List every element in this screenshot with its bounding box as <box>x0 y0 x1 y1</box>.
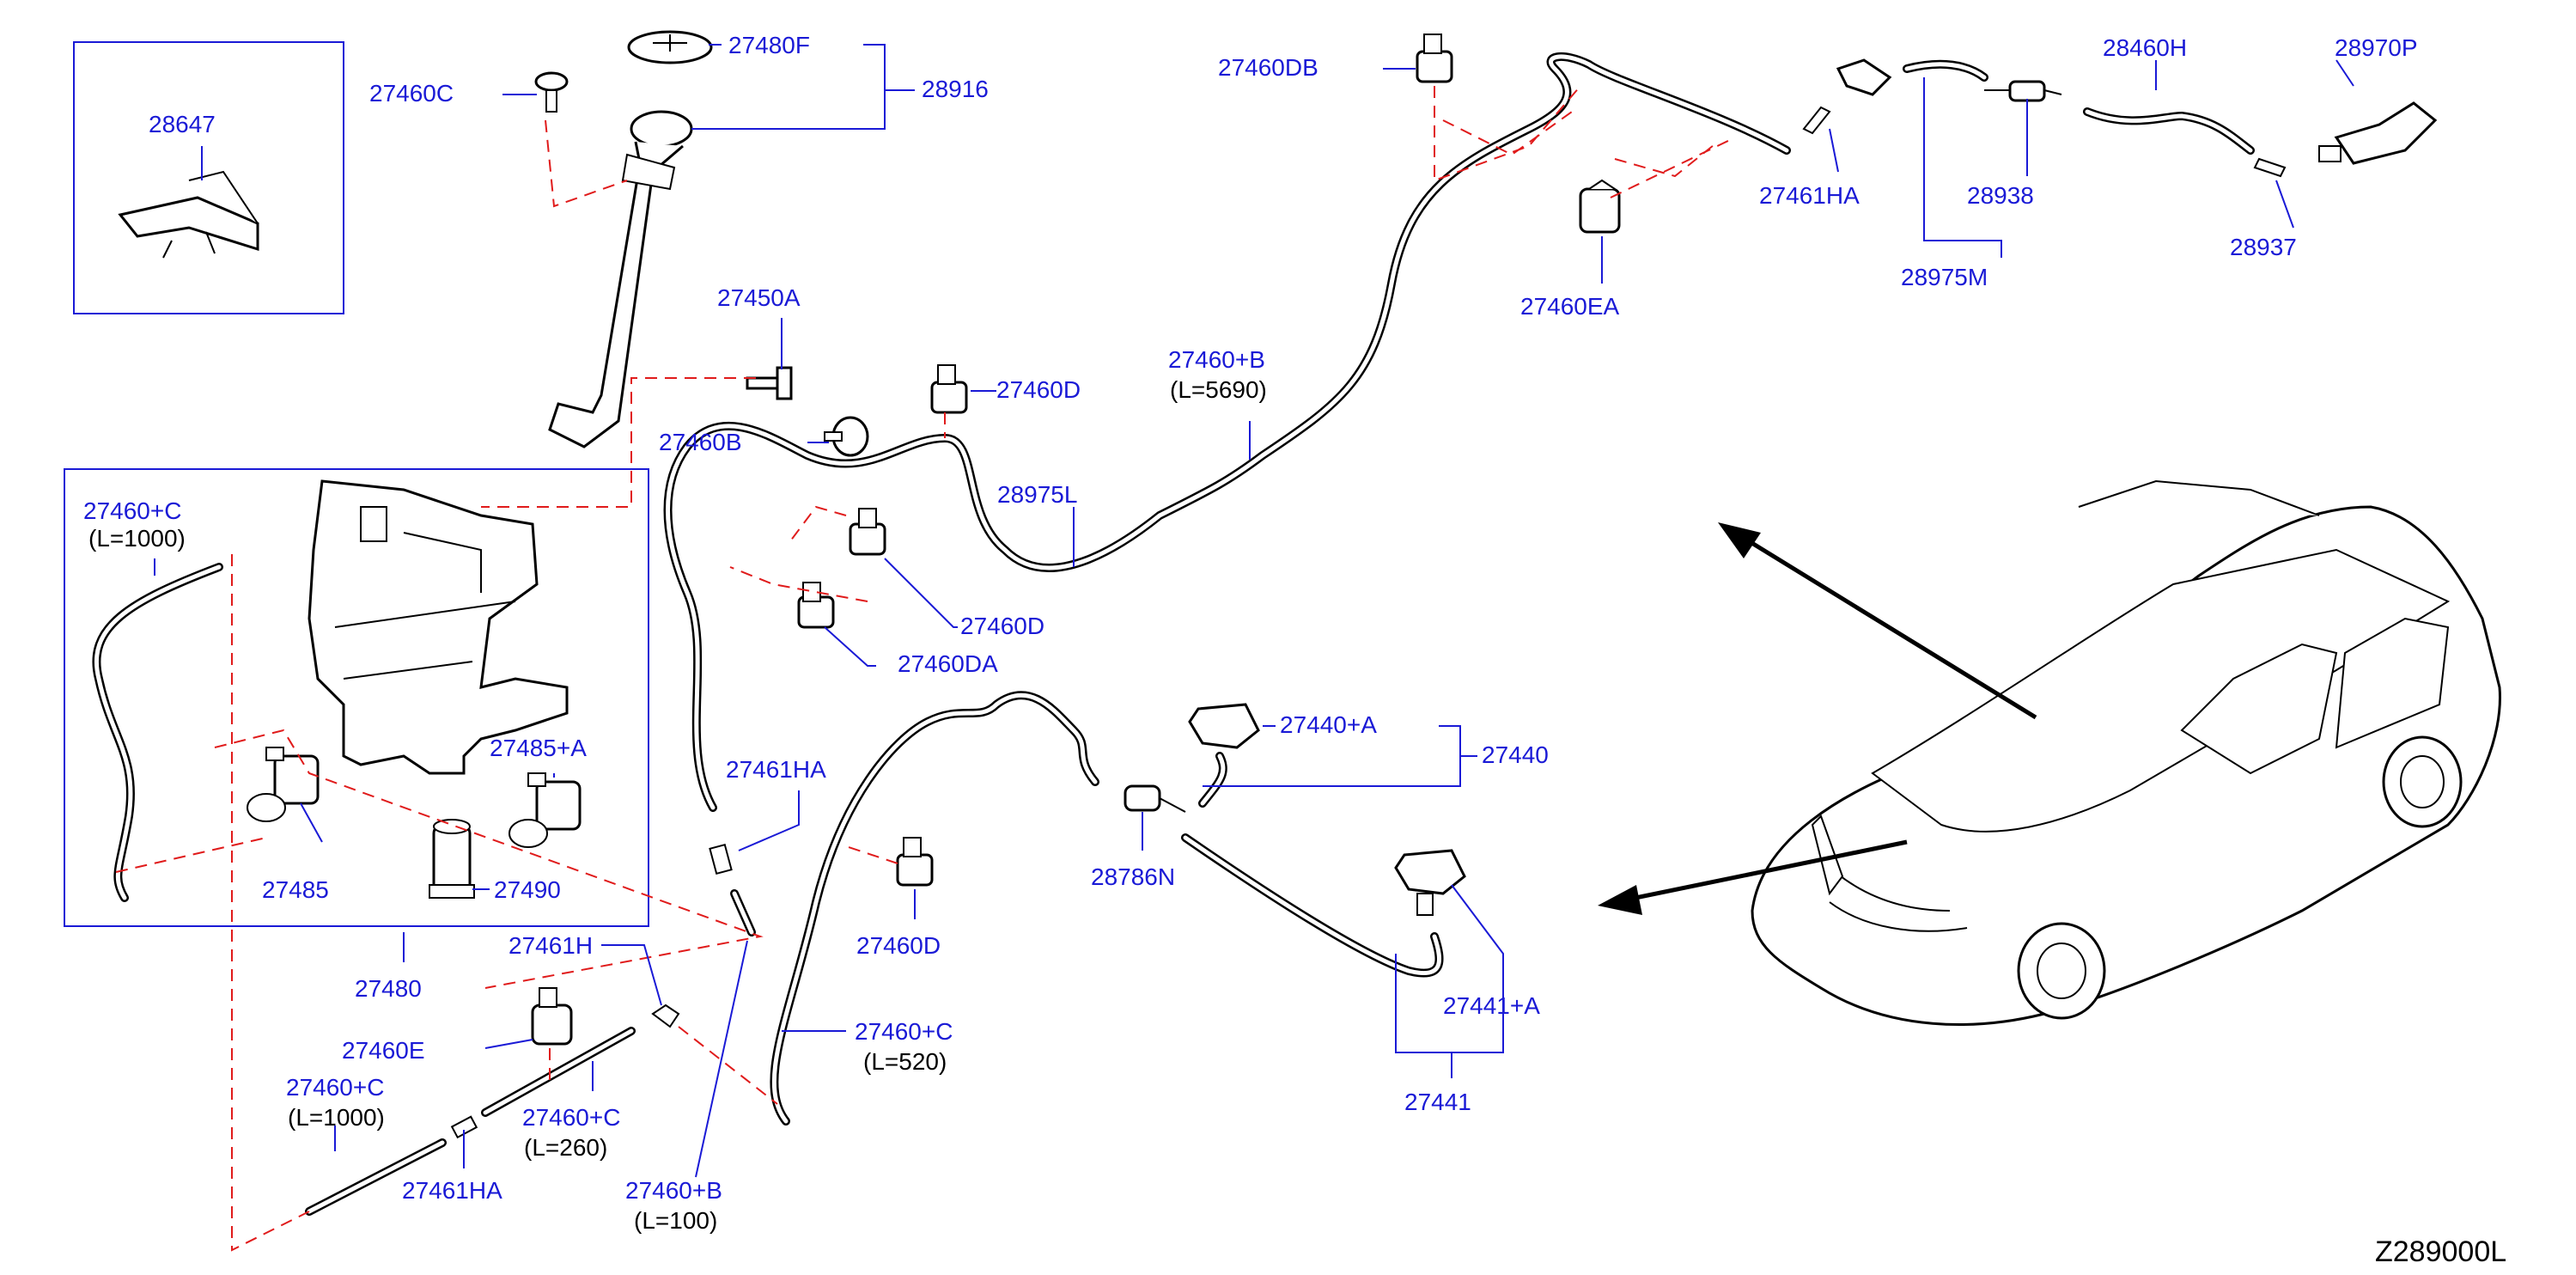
washer-pump-27485A-part <box>509 772 582 848</box>
label-27485A: 27485+A <box>490 735 587 761</box>
diagram-code: Z289000L <box>2375 1235 2506 1268</box>
label-27460B-len-sub: (L=5690) <box>1170 376 1267 403</box>
label-28937: 28937 <box>2230 234 2297 260</box>
leader-lines <box>154 44 2354 1178</box>
inset-box-reservoir <box>64 468 649 927</box>
label-28970P: 28970P <box>2335 34 2418 61</box>
label-27440A: 27440+A <box>1280 711 1377 738</box>
label-27441: 27441 <box>1404 1089 1471 1115</box>
label-27460B-100-sub: (L=100) <box>634 1207 717 1234</box>
hose-28460H <box>2083 107 2255 155</box>
clip-27460E-part <box>531 987 573 1046</box>
filler-neck-28916-part <box>548 110 693 448</box>
label-28786N: 28786N <box>1091 863 1175 890</box>
hose-27460B-100 <box>730 889 756 936</box>
label-27485: 27485 <box>262 876 329 903</box>
label-27461H: 27461H <box>509 932 593 959</box>
label-27460D-a: 27460D <box>996 376 1081 403</box>
label-27460C-1000-bot-sub: (L=1000) <box>288 1104 385 1131</box>
label-27460DA: 27460DA <box>898 650 998 677</box>
connector-27461HA-bot-part <box>450 1115 478 1139</box>
label-28975L: 28975L <box>997 481 1077 508</box>
vehicle-illustration <box>1751 479 2501 1026</box>
label-27440: 27440 <box>1482 741 1549 768</box>
label-28938: 28938 <box>1967 182 2034 209</box>
label-27441A: 27441+A <box>1443 992 1540 1019</box>
clip-27460EA-part <box>1579 179 1621 234</box>
label-27460D-b: 27460D <box>960 613 1044 639</box>
clip-27460DB-part <box>1416 34 1453 83</box>
label-28647: 28647 <box>149 111 216 137</box>
label-27461HA-mid: 27461HA <box>726 756 826 783</box>
label-27460EA: 27460EA <box>1520 293 1620 320</box>
hose-27460C-260 <box>481 1027 636 1117</box>
connector-27461HA-top-part <box>1802 106 1831 135</box>
label-27450A: 27450A <box>717 284 801 311</box>
clip-27460D-a-part <box>930 364 968 414</box>
nozzle-28970P-part <box>2318 101 2438 165</box>
label-27460C-520-sub: (L=520) <box>863 1048 947 1075</box>
label-27460C-260: 27460+C <box>522 1104 620 1131</box>
part-labels: 28647 27460C 27480F 28916 27460DB 28460H… <box>83 32 2418 1234</box>
connector-27461HA-mid-part <box>709 843 733 875</box>
nozzle-27440A-part <box>1188 703 1260 749</box>
grommet-27460B-part <box>824 416 869 457</box>
label-27461HA-bot: 27461HA <box>402 1177 502 1204</box>
arrow-to-front-washer <box>1598 839 1908 915</box>
label-27460D-c: 27460D <box>856 932 941 959</box>
label-27460C-1000-top: 27460+C <box>83 497 181 524</box>
hose-28975L <box>663 52 1791 812</box>
arrow-to-rear-washer <box>1718 522 2037 720</box>
label-27490: 27490 <box>494 876 561 903</box>
label-28460H: 28460H <box>2103 34 2187 61</box>
filler-cap-27480F-part <box>627 30 713 64</box>
hose-28975M <box>1903 59 1988 82</box>
check-valve-28786N-part <box>1124 784 1186 813</box>
connector-28937-part <box>2253 157 2287 178</box>
reservoir-tank-27480-part <box>308 479 569 775</box>
connector-27461H-part <box>651 1004 680 1028</box>
label-27460B: 27460B <box>659 429 742 455</box>
label-27460E: 27460E <box>342 1037 425 1064</box>
hose-27460C-1000-bottom <box>305 1138 447 1216</box>
label-27460C-260-sub: (L=260) <box>524 1134 607 1161</box>
level-sensor-27490-part <box>429 819 475 899</box>
joint-28975M-part <box>1836 58 1892 96</box>
label-27480F: 27480F <box>728 32 810 58</box>
washer-pump-27485-part <box>247 747 320 822</box>
label-27460C-1000-top-sub: (L=1000) <box>88 525 186 552</box>
hose-27460C-520 <box>770 691 1099 1126</box>
clip-27460D-b-part <box>849 508 886 556</box>
label-28916: 28916 <box>922 76 989 102</box>
label-27460DB: 27460DB <box>1218 54 1318 81</box>
label-27480: 27480 <box>355 975 422 1002</box>
clip-27460DA-part <box>797 582 835 629</box>
label-27460B-len: 27460+B <box>1168 346 1265 373</box>
hose-27441 <box>1181 833 1444 978</box>
label-28975M: 28975M <box>1901 264 1988 290</box>
nozzle-27441A-part <box>1394 849 1466 916</box>
hose-27460C-1000-left <box>92 563 223 902</box>
label-27461HA-top: 27461HA <box>1759 182 1860 209</box>
label-27460C-1000-bot: 27460+C <box>286 1074 384 1101</box>
clip-27460C-part <box>534 71 569 113</box>
label-27460C: 27460C <box>369 80 454 107</box>
clip-27460D-c-part <box>896 837 934 887</box>
bolt-27450A-part <box>746 366 793 400</box>
label-27460B-100: 27460+B <box>625 1177 722 1204</box>
valve-28938-part <box>1984 80 2062 102</box>
label-27460C-520: 27460+C <box>855 1018 953 1045</box>
reference-lines <box>115 85 1736 1252</box>
inset-box-28647 <box>73 41 344 314</box>
clip-28647-part <box>118 170 259 259</box>
hose-27440A-stub <box>1198 752 1227 808</box>
